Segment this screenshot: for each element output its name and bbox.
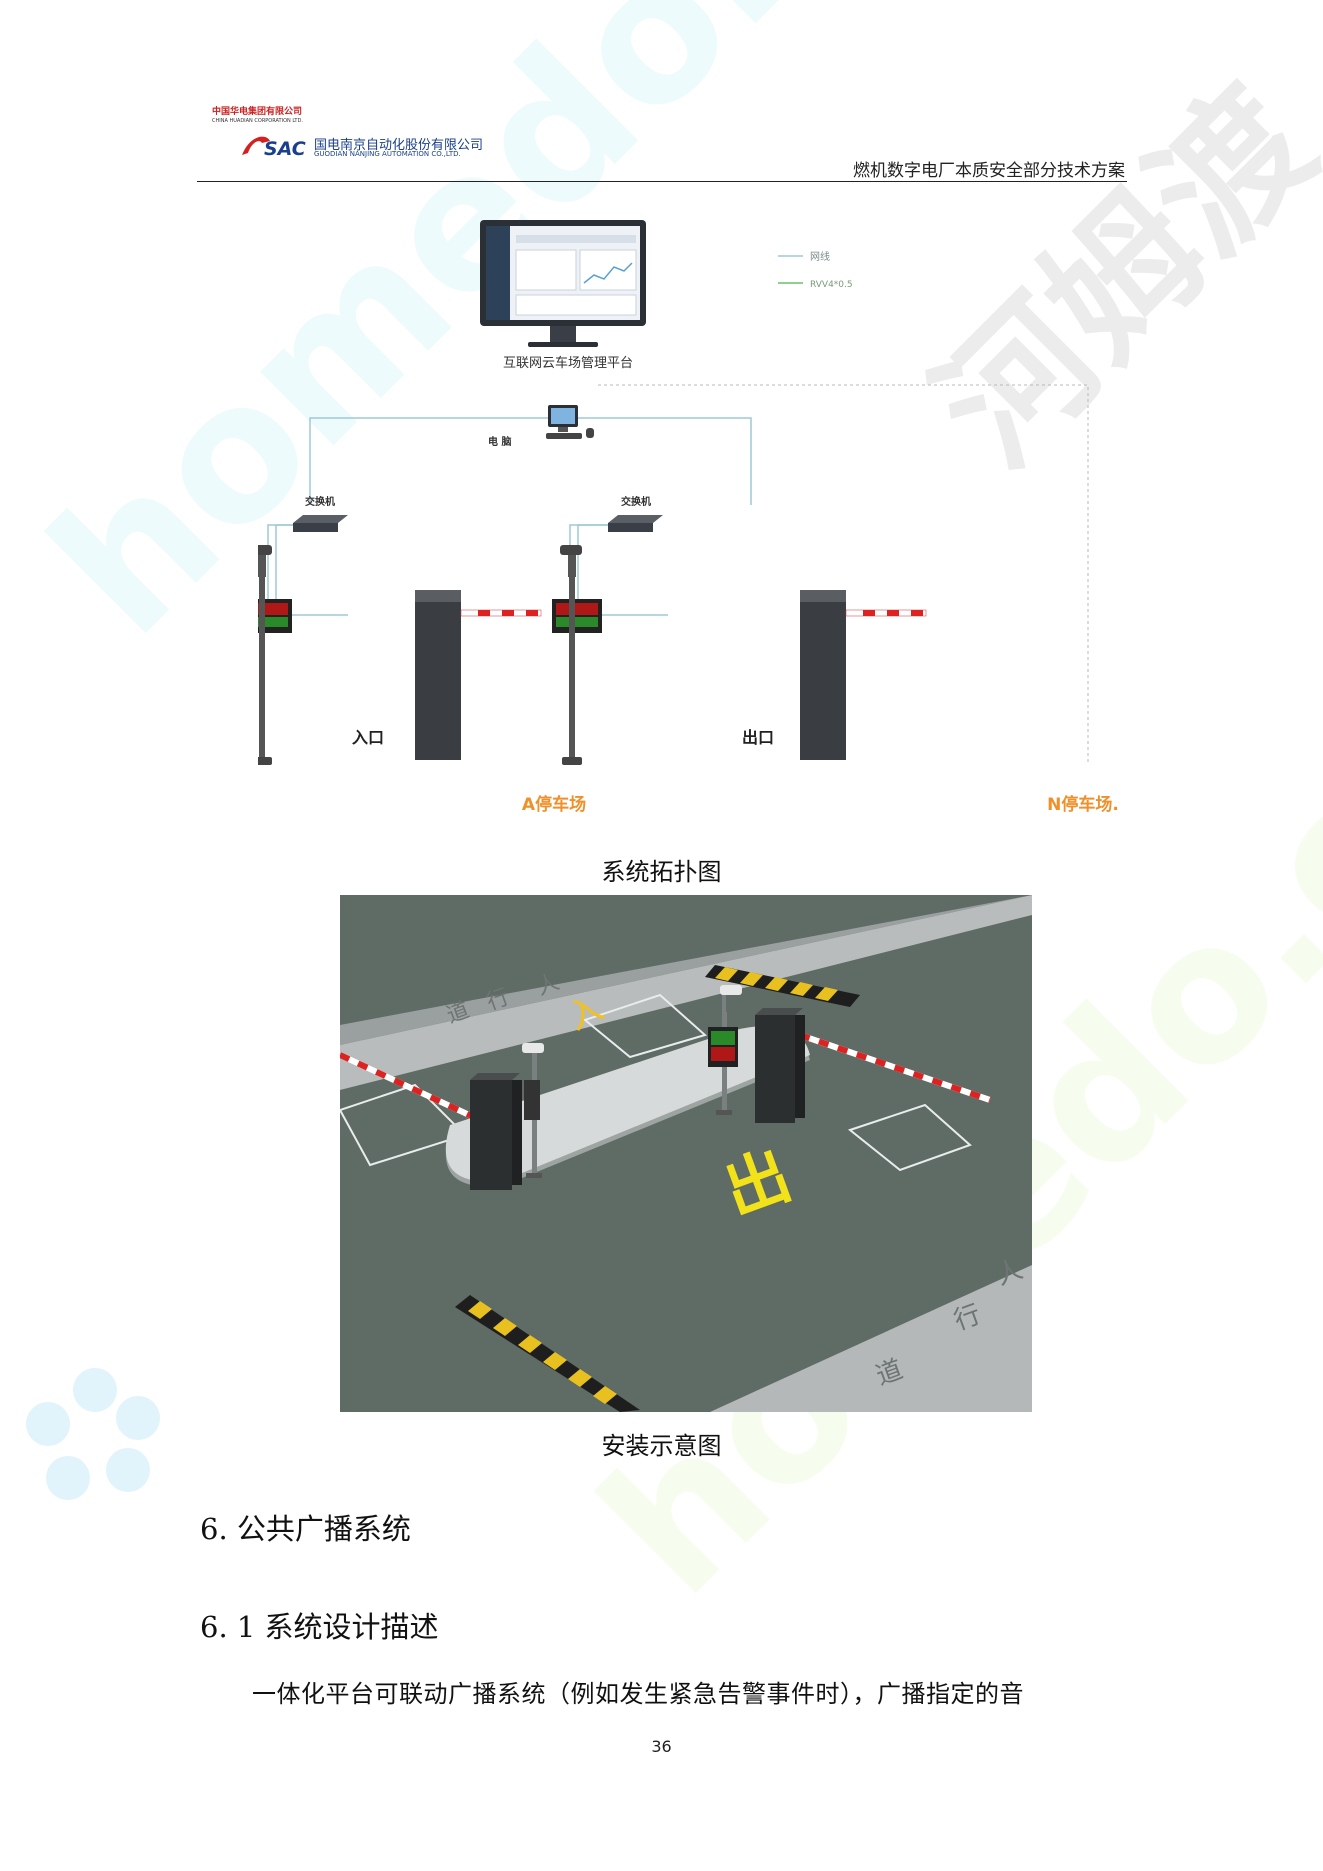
page-number: 36 bbox=[651, 1737, 672, 1756]
entrance-label: 入口 bbox=[352, 728, 384, 747]
barrier-arm-left bbox=[340, 1052, 482, 1123]
entrance-barrier-icon bbox=[415, 590, 542, 760]
parking-box-right bbox=[847, 1103, 972, 1172]
platform-label: 互联网云车场管理平台 bbox=[503, 355, 633, 371]
switch-icon-right bbox=[608, 515, 663, 532]
header-rule bbox=[197, 181, 1127, 182]
document-title: 燃机数字电厂本质安全部分技术方案 bbox=[853, 161, 1125, 181]
exit-label: 出口 bbox=[742, 728, 774, 747]
computer-label: 电 脑 bbox=[488, 435, 511, 448]
install-caption: 安装示意图 bbox=[601, 1432, 722, 1460]
header-company-cn: 中国华电集团有限公司 bbox=[212, 107, 303, 117]
exit-barrier-icon bbox=[800, 590, 927, 760]
exit-camera-pole-icon bbox=[552, 545, 602, 765]
monitor-icon bbox=[480, 220, 646, 347]
lot-a-label: A停车场 bbox=[522, 794, 586, 815]
topology-diagram: 互联网云车场管理平台 网线 RVV4*0.5 电 脑 交换机 交换机 bbox=[258, 220, 1119, 815]
section-heading-6-1: 6. 1 系统设计描述 bbox=[200, 1610, 439, 1644]
n-lot-dashed-line bbox=[598, 384, 1089, 765]
entrance-camera-pole-icon bbox=[258, 545, 292, 765]
sidewalk-top bbox=[340, 895, 1032, 1090]
barrier-arm-right bbox=[799, 1032, 991, 1103]
installation-diagram: 道 行 人 人 行 道 入 出 bbox=[340, 895, 1032, 1412]
camera-pole-left-icon bbox=[522, 1043, 544, 1178]
legend-network: 网线 bbox=[810, 250, 830, 263]
legend-cable: RVV4*0.5 bbox=[810, 280, 853, 290]
display-screen-right-icon bbox=[708, 985, 742, 1115]
parking-box-top bbox=[582, 993, 708, 1059]
switch-icon-left bbox=[293, 515, 348, 532]
logo-text: SAC bbox=[264, 138, 306, 160]
lot-n-label: N停车场. bbox=[1047, 794, 1119, 815]
speed-bump-bottom bbox=[455, 1295, 640, 1412]
computer-icon bbox=[546, 405, 594, 439]
barrier-cabinet-left bbox=[470, 1073, 522, 1190]
topology-caption: 系统拓扑图 bbox=[601, 858, 722, 886]
sac-logo: SAC bbox=[242, 136, 306, 160]
header-org-en: GUODIAN NANJING AUTOMATION CO.,LTD. bbox=[314, 150, 461, 158]
header-org-cn: 国电南京自动化股份有限公司 bbox=[314, 138, 484, 153]
body-paragraph: 一体化平台可联动广播系统（例如发生紧急告警事件时），广播指定的音 bbox=[252, 1680, 1024, 1708]
switch-label-left: 交换机 bbox=[305, 495, 335, 508]
barrier-cabinet-right bbox=[755, 1008, 805, 1123]
header-company-en: CHINA HUADIAN CORPORATION LTD. bbox=[212, 118, 303, 124]
sidewalk-bottom bbox=[710, 1265, 1032, 1412]
switch-label-right: 交换机 bbox=[621, 495, 651, 508]
section-heading-6: 6. 公共广播系统 bbox=[200, 1512, 411, 1546]
speed-bump-top bbox=[705, 965, 860, 1007]
